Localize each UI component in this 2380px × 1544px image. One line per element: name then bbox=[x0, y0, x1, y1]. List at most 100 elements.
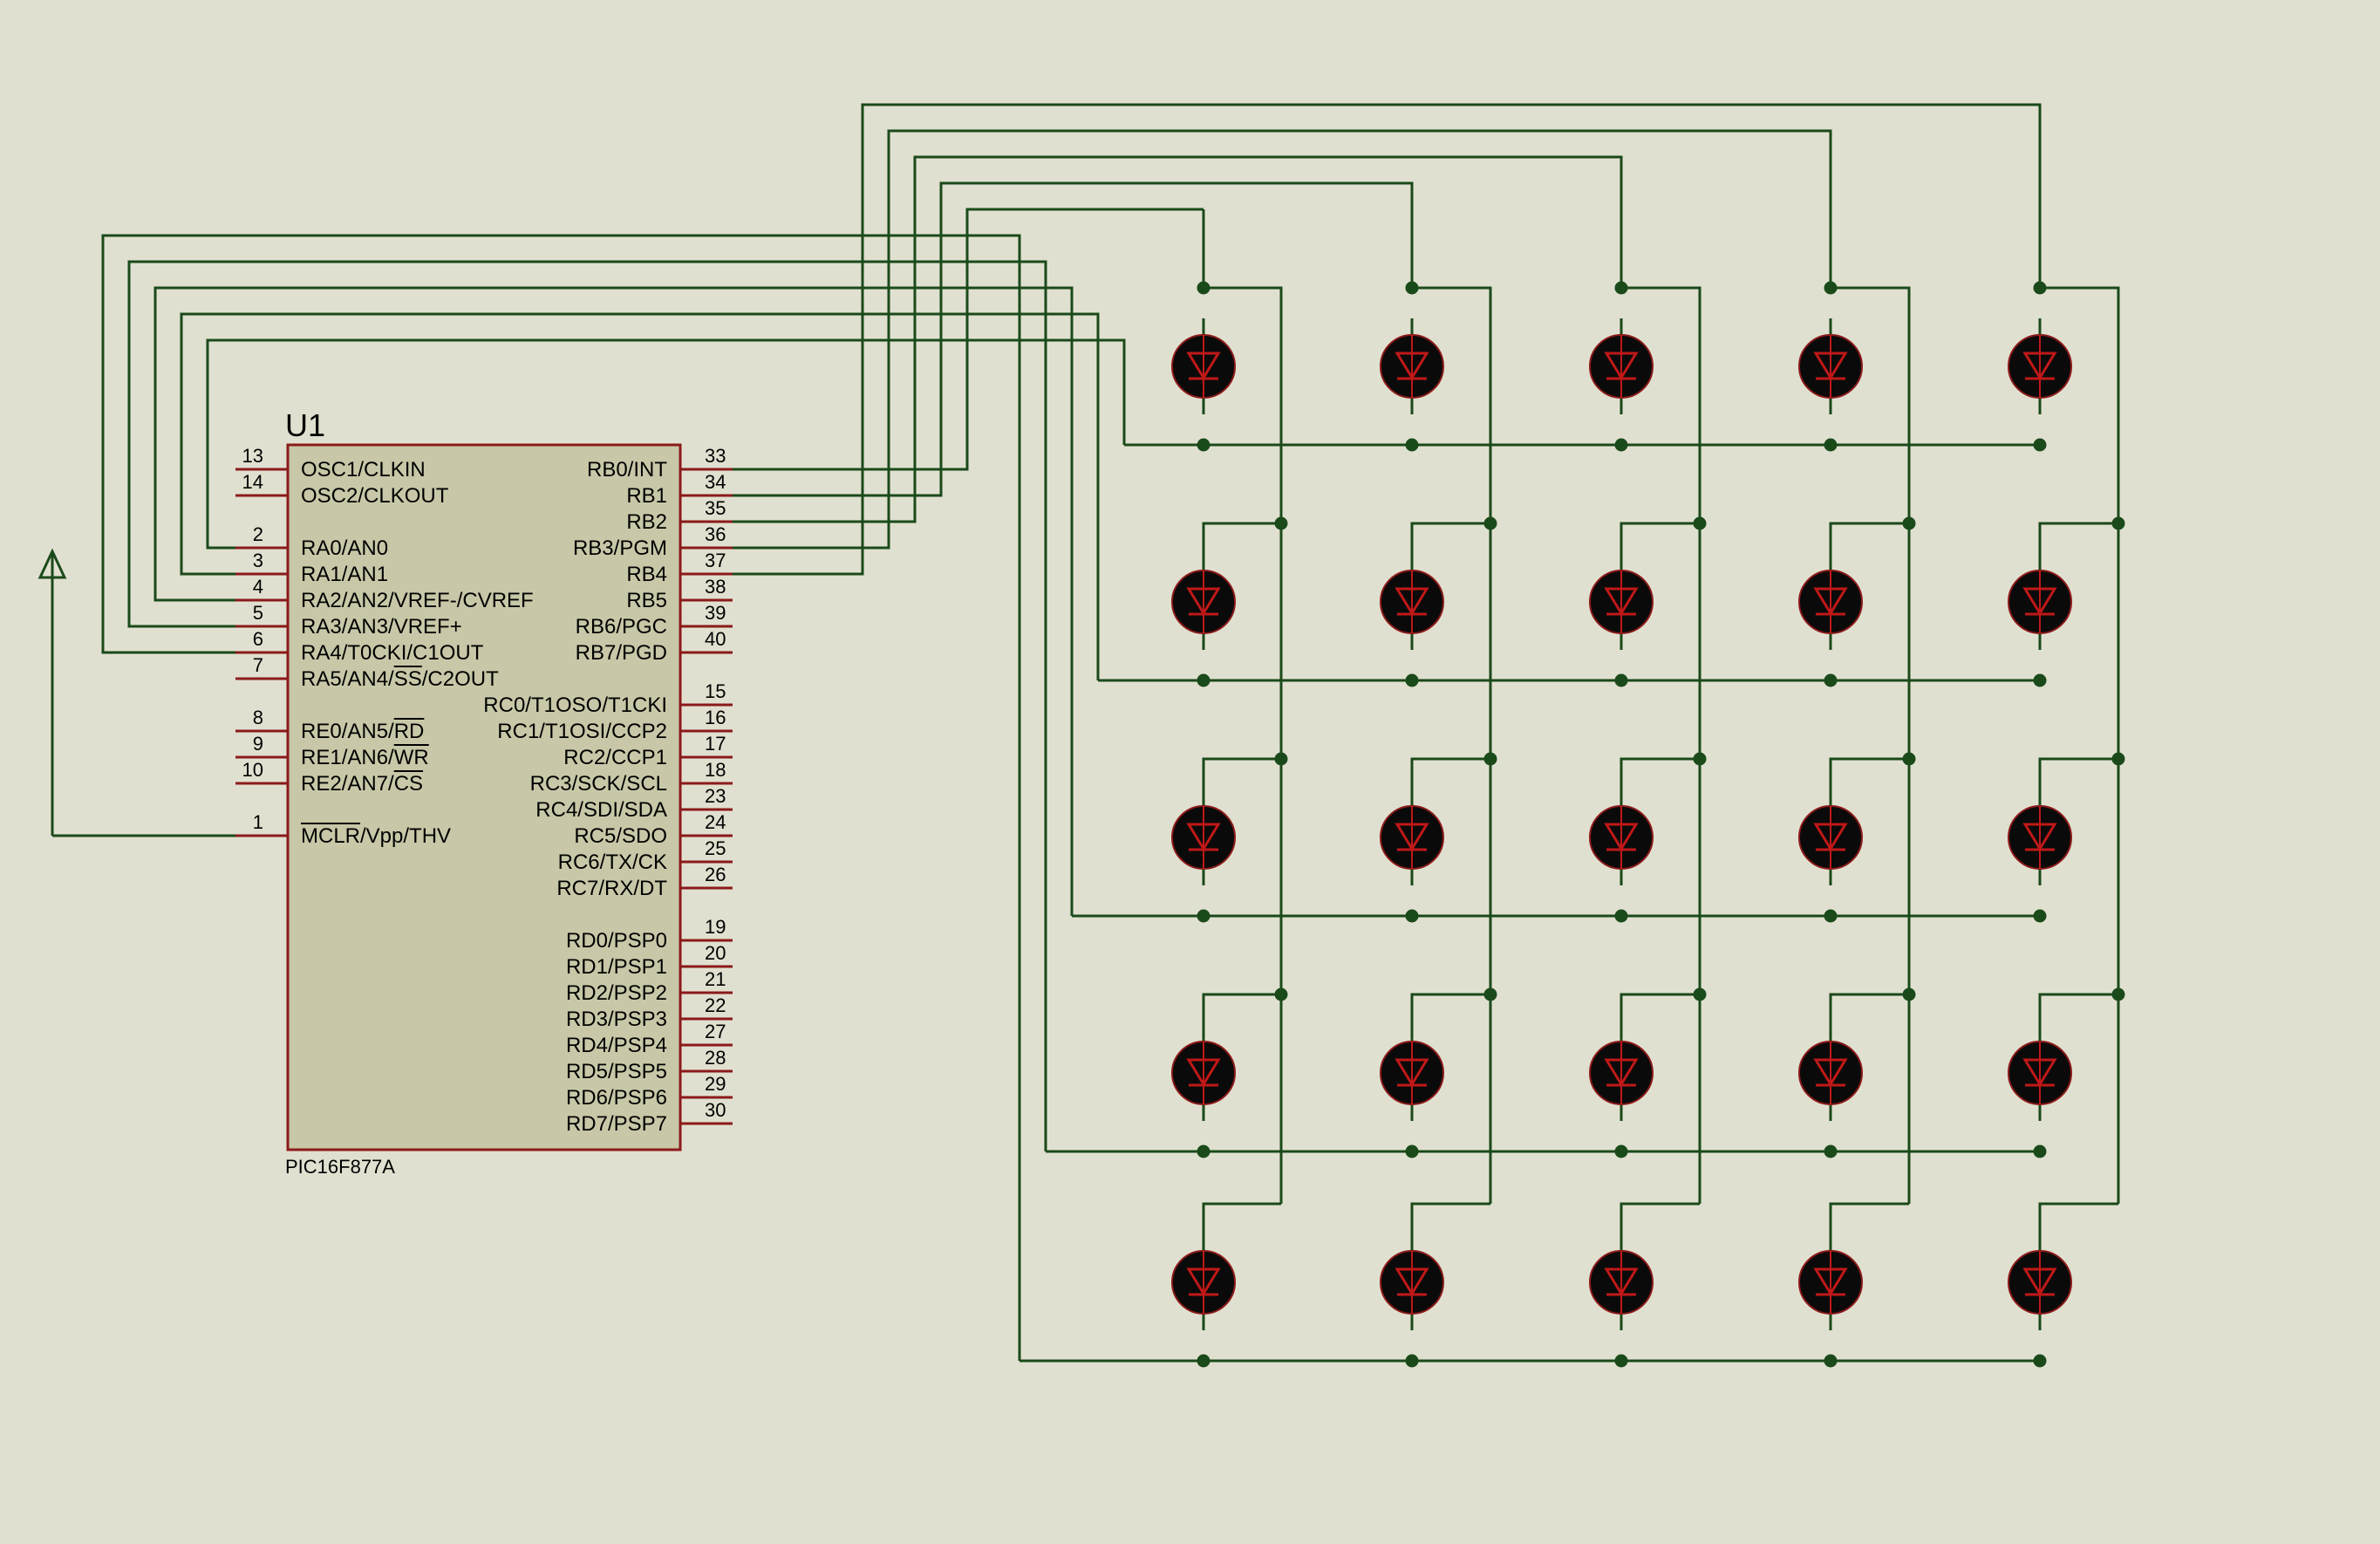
junction-dot bbox=[1824, 909, 1838, 923]
junction-dot bbox=[2033, 909, 2047, 923]
port-b-net-3 bbox=[733, 155, 1623, 523]
junction-dot bbox=[2033, 281, 2047, 295]
pin-label-27: RD4/PSP4 bbox=[566, 1034, 667, 1057]
led-r2-c2[interactable] bbox=[1380, 570, 1444, 634]
pin-label-29: RD6/PSP6 bbox=[566, 1086, 667, 1110]
col-bus-5 bbox=[2040, 286, 2120, 1204]
led-r4-c2[interactable] bbox=[1380, 1041, 1444, 1105]
pin-number-40: 40 bbox=[705, 628, 726, 650]
col-tap bbox=[1620, 993, 1700, 1025]
col-tap-last bbox=[1829, 1202, 1909, 1239]
junction-dot bbox=[1405, 909, 1419, 923]
chip-body[interactable] bbox=[286, 443, 682, 1151]
pin-number-5: 5 bbox=[253, 602, 263, 624]
junction-dot bbox=[1405, 281, 1419, 295]
led-r4-c1[interactable] bbox=[1171, 1041, 1236, 1105]
pin-label-19: RD0/PSP0 bbox=[566, 929, 667, 953]
pin-number-18: 18 bbox=[705, 759, 726, 781]
col-tap bbox=[1202, 757, 1281, 789]
led-r2-c4[interactable] bbox=[1798, 570, 1863, 634]
pin-label-16: RC1/T1OSI/CCP2 bbox=[497, 720, 667, 743]
junction-dot bbox=[2033, 1144, 2047, 1158]
led-r4-c4[interactable] bbox=[1798, 1041, 1863, 1105]
pin-label-30: RD7/PSP7 bbox=[566, 1112, 667, 1136]
pin-label-1: MCLR/Vpp/THV bbox=[301, 824, 451, 848]
led-r2-c1[interactable] bbox=[1171, 570, 1236, 634]
led-r5-c5[interactable] bbox=[2008, 1250, 2072, 1315]
led-r5-c1[interactable] bbox=[1171, 1250, 1236, 1315]
port-a-net-1 bbox=[206, 338, 1126, 550]
pin-number-23: 23 bbox=[705, 785, 726, 807]
led-r1-c2[interactable] bbox=[1380, 334, 1444, 399]
pin-number-15: 15 bbox=[705, 680, 726, 702]
pin-number-13: 13 bbox=[242, 445, 263, 467]
pin-number-27: 27 bbox=[705, 1021, 726, 1042]
pin-label-15: RC0/T1OSO/T1CKI bbox=[483, 693, 667, 717]
port-b-net-4 bbox=[733, 129, 1832, 550]
pin-label-39: RB6/PGC bbox=[576, 615, 667, 639]
pin-number-17: 17 bbox=[705, 733, 726, 755]
led-r2-c3[interactable] bbox=[1589, 570, 1654, 634]
pin-number-2: 2 bbox=[253, 523, 263, 545]
pin-number-25: 25 bbox=[705, 837, 726, 859]
col-tap bbox=[1829, 757, 1909, 789]
pin-number-19: 19 bbox=[705, 916, 726, 938]
led-r3-c3[interactable] bbox=[1589, 805, 1654, 870]
led-r5-c2[interactable] bbox=[1380, 1250, 1444, 1315]
pin-label-34: RB1 bbox=[626, 484, 667, 508]
component-ref: U1 bbox=[285, 407, 325, 443]
port-b-net-1 bbox=[733, 208, 1204, 471]
led-r3-c4[interactable] bbox=[1798, 805, 1863, 870]
junction-dot bbox=[1405, 1144, 1419, 1158]
pin-label-5: RA3/AN3/VREF+ bbox=[301, 615, 462, 639]
pin-number-21: 21 bbox=[705, 968, 726, 990]
junction-dot bbox=[1614, 1144, 1628, 1158]
port-a-net-4 bbox=[127, 260, 1047, 1151]
pin-label-6: RA4/T0CKI/C1OUT bbox=[301, 641, 484, 665]
junction-dot bbox=[1824, 673, 1838, 687]
led-r4-c3[interactable] bbox=[1589, 1041, 1654, 1105]
led-r1-c5[interactable] bbox=[2008, 334, 2072, 399]
led-r3-c2[interactable] bbox=[1380, 805, 1444, 870]
pin-number-36: 36 bbox=[705, 523, 726, 545]
junction-dot bbox=[1614, 438, 1628, 452]
junction-dot bbox=[1824, 438, 1838, 452]
junction-dot bbox=[1614, 673, 1628, 687]
col-tap bbox=[1410, 757, 1490, 789]
microcontroller-u1[interactable]: U1 PIC16F877A 13OSC1/CLKIN14OSC2/CLKOUT2… bbox=[235, 407, 733, 1178]
pin-number-7: 7 bbox=[253, 654, 263, 676]
col-tap-last bbox=[2038, 1202, 2118, 1239]
junction-dot bbox=[1197, 673, 1210, 687]
led-r1-c1[interactable] bbox=[1171, 334, 1236, 399]
led-r2-c5[interactable] bbox=[2008, 570, 2072, 634]
led-r4-c5[interactable] bbox=[2008, 1041, 2072, 1105]
pin-number-38: 38 bbox=[705, 576, 726, 598]
col-tap bbox=[1829, 522, 1909, 554]
pin-label-23: RC4/SDI/SDA bbox=[535, 798, 667, 822]
pin-number-29: 29 bbox=[705, 1073, 726, 1095]
junction-dot bbox=[1197, 438, 1210, 452]
col-bus-1 bbox=[1204, 286, 1283, 1204]
junction-dot bbox=[1614, 909, 1628, 923]
pin-number-26: 26 bbox=[705, 864, 726, 885]
pin-label-26: RC7/RX/DT bbox=[556, 877, 667, 900]
power-arrow-icon bbox=[38, 548, 67, 579]
port-a-net-2 bbox=[180, 312, 1100, 680]
chip-pins: 13OSC1/CLKIN14OSC2/CLKOUT2RA0/AN03RA1/AN… bbox=[235, 445, 733, 1136]
led-r3-c1[interactable] bbox=[1171, 805, 1236, 870]
led-r1-c3[interactable] bbox=[1589, 334, 1654, 399]
pin-label-3: RA1/AN1 bbox=[301, 563, 388, 586]
pin-number-33: 33 bbox=[705, 445, 726, 467]
pin-number-3: 3 bbox=[253, 550, 263, 571]
col-tap bbox=[1620, 522, 1700, 554]
junction-dot bbox=[1405, 438, 1419, 452]
col-tap bbox=[1202, 993, 1281, 1025]
led-r1-c4[interactable] bbox=[1798, 334, 1863, 399]
led-r3-c5[interactable] bbox=[2008, 805, 2072, 870]
port-b-net-5 bbox=[733, 103, 2042, 576]
pin-label-35: RB2 bbox=[626, 510, 667, 534]
pin-label-7: RA5/AN4/SS/C2OUT bbox=[301, 667, 499, 691]
led-r5-c4[interactable] bbox=[1798, 1250, 1863, 1315]
pin-label-8: RE0/AN5/RD bbox=[301, 720, 424, 743]
led-r5-c3[interactable] bbox=[1589, 1250, 1654, 1315]
